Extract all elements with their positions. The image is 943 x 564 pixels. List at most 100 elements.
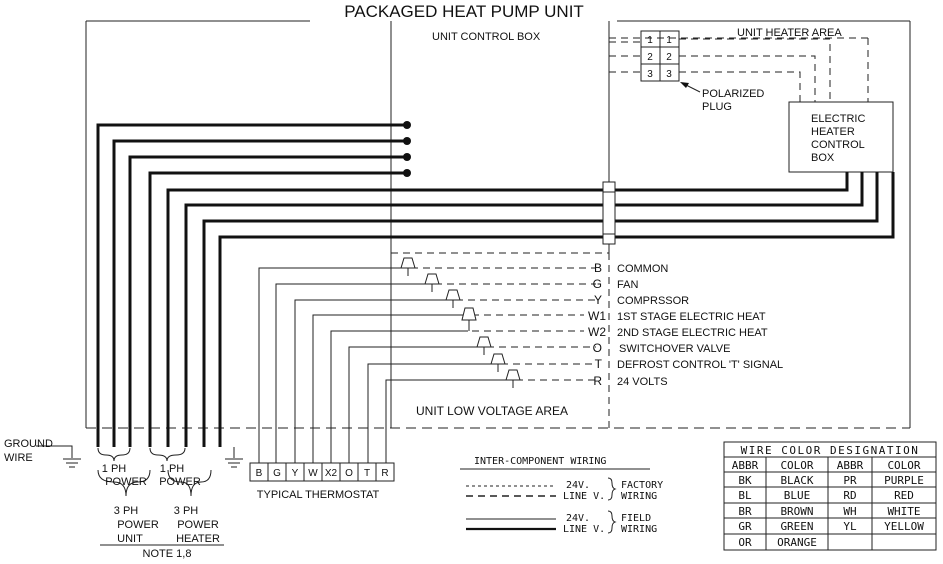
terminal-desc-r: 24 VOLTS (617, 376, 668, 388)
terminal-desc-o: SWITCHOVER VALVE (619, 343, 730, 355)
terminal-code-w1: W1 (588, 309, 606, 323)
wire-color-header-abbr-1: ABBR (732, 459, 759, 472)
wire-color-cell: WHITE (887, 505, 920, 518)
wire-nut (461, 307, 477, 331)
terminal-code-o: O (593, 341, 602, 355)
power-1ph-heater-line1: 1 PH (160, 463, 185, 475)
terminal-desc-w1: 1ST STAGE ELECTRIC HEAT (617, 311, 766, 323)
legend-title: INTER-COMPONENT WIRING (474, 456, 606, 467)
terminal-code-b: B (594, 261, 602, 275)
power-1ph-unit-line1: 1 PH (102, 463, 127, 475)
tstat-terminal-x2: X2 (325, 468, 338, 479)
wire-color-cell: ORANGE (777, 536, 817, 549)
wire-color-header-color-2: COLOR (887, 459, 920, 472)
power-3ph-unit-line3: UNIT (117, 533, 143, 545)
legend-factory-label1: FACTORY (621, 480, 663, 491)
unit-boundary (85, 20, 911, 429)
wire-color-cell: WH (843, 505, 856, 518)
typical-thermostat: B G Y W X2 O T R (249, 462, 395, 482)
tstat-terminal-b: B (256, 468, 263, 479)
power-1ph-unit-line2: POWER (105, 476, 147, 488)
power-3ph-heater-line1: 3 PH (174, 505, 199, 517)
terminal-code-t: T (595, 357, 603, 371)
terminal-code-g: G (593, 277, 602, 291)
ground-label-line2: WIRE (4, 452, 33, 464)
unit-low-voltage-area-label: UNIT LOW VOLTAGE AREA (416, 404, 568, 418)
legend-field-label1: FIELD (621, 513, 651, 524)
terminal-desc-b: COMMON (617, 263, 668, 275)
wire-color-cell: BLACK (780, 474, 813, 487)
wire-color-cell: BROWN (780, 505, 813, 518)
power-3ph-unit-line1: 3 PH (114, 505, 139, 517)
ground-label-line1: GROUND (4, 438, 53, 450)
power-braces (97, 447, 224, 546)
wiring-legend: INTER-COMPONENT WIRING 24V. LINE V. FACT… (460, 456, 663, 535)
terminal-desc-y: COMPRSSOR (617, 295, 689, 307)
legend-field-24v: 24V. (566, 513, 590, 524)
power-3ph-unit-line2: POWER (117, 519, 159, 531)
wire-color-cell: PURPLE (884, 474, 924, 487)
tstat-terminal-t: T (364, 468, 370, 479)
thermostat-wires (258, 257, 596, 463)
ground-wire (36, 445, 243, 468)
power-1ph-heater-line2: POWER (159, 476, 201, 488)
wire-color-cell: GR (738, 520, 752, 533)
wire-color-header-color-1: COLOR (780, 459, 813, 472)
heater-box-line3: CONTROL (811, 139, 865, 151)
wire-nut (490, 353, 506, 372)
wire-color-cell: BL (738, 489, 752, 502)
wire-nut (400, 257, 416, 276)
terminal-code-r: R (593, 374, 602, 388)
wire-nut (505, 369, 521, 388)
terminal-list: B COMMON G FAN Y COMPRSSOR W1 1ST STAGE … (588, 261, 783, 388)
wire-color-cell: RED (894, 489, 914, 502)
wire-color-cell: BR (738, 505, 752, 518)
wire-color-cell: BLUE (784, 489, 811, 502)
power-3ph-heater-line3: HEATER (176, 533, 220, 545)
wire-nut (445, 289, 461, 308)
wire-color-cell: PR (843, 474, 857, 487)
terminal-code-w2: W2 (588, 325, 606, 339)
power-wires (96, 121, 895, 447)
heater-box-line4: BOX (811, 152, 835, 164)
plug-pin-right-1: 1 (666, 35, 672, 46)
plug-pin-left-1: 1 (647, 35, 653, 46)
plug-pin-left-3: 3 (647, 69, 653, 80)
plug-pin-left-2: 2 (647, 52, 653, 63)
wire-color-table-title: WIRE COLOR DESIGNATION (741, 444, 920, 457)
power-3ph-heater-line2: POWER (177, 519, 219, 531)
wire-nut (424, 273, 440, 292)
legend-field-linev: LINE V. (563, 524, 605, 535)
wire-color-cell: GREEN (780, 520, 813, 533)
heater-box-line2: HEATER (811, 126, 855, 138)
tstat-terminal-g: G (273, 468, 281, 479)
wire-color-cell: OR (738, 536, 752, 549)
terminal-desc-w2: 2ND STAGE ELECTRIC HEAT (617, 327, 768, 339)
polarized-plug-label-line1: POLARIZED (702, 88, 764, 100)
wire-nut (476, 336, 492, 355)
terminal-desc-t: DEFROST CONTROL 'T' SIGNAL (617, 359, 783, 371)
legend-field-label2: WIRING (621, 524, 657, 535)
wire-color-cell: YL (843, 520, 857, 533)
diagram-title: PACKAGED HEAT PUMP UNIT (344, 2, 584, 21)
wire-color-table: WIRE COLOR DESIGNATION ABBR COLOR ABBR C… (723, 441, 937, 551)
tstat-terminal-w: W (308, 468, 318, 479)
unit-heater-area-label: UNIT HEATER AREA (737, 27, 842, 39)
plug-pin-right-2: 2 (666, 52, 672, 63)
wire-color-cell: RD (843, 489, 856, 502)
thermostat-label: TYPICAL THERMOSTAT (257, 489, 380, 501)
polarized-plug: 1 2 3 1 2 3 (609, 30, 831, 102)
wire-color-cell: YELLOW (884, 520, 924, 533)
terminal-code-y: Y (594, 293, 602, 307)
electric-heater-control-box: ELECTRIC HEATER CONTROL BOX (788, 101, 894, 173)
legend-factory-label2: WIRING (621, 491, 657, 502)
unit-control-box-label: UNIT CONTROL BOX (432, 31, 541, 43)
wire-color-header-abbr-2: ABBR (837, 459, 864, 472)
heater-box-line1: ELECTRIC (811, 113, 865, 125)
tstat-terminal-y: Y (292, 468, 299, 479)
tstat-terminal-o: O (345, 468, 353, 479)
legend-factory-24v: 24V. (566, 480, 590, 491)
power-note: NOTE 1,8 (143, 548, 192, 560)
polarized-plug-label-line2: PLUG (702, 101, 732, 113)
